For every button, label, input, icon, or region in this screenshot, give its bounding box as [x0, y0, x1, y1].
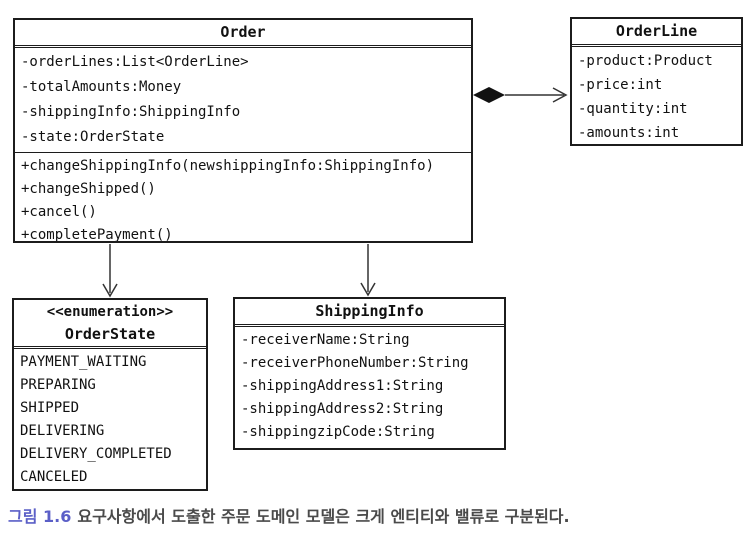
- title-separator: [15, 46, 471, 48]
- composition-link-order-orderline: [473, 87, 568, 103]
- class-shippinginfo-attributes: -receiverName:String -receiverPhoneNumber…: [235, 327, 504, 446]
- attribute: -quantity:int: [578, 101, 688, 117]
- arrowhead-right-icon: [552, 87, 568, 103]
- class-orderstate-header: <<enumeration>> OrderState: [14, 300, 206, 347]
- enum-value: PAYMENT_WAITING: [20, 354, 147, 370]
- enum-value: DELIVERING: [20, 423, 105, 439]
- attribute: -orderLines:List<OrderLine>: [21, 54, 249, 70]
- attribute: -shippingInfo:ShippingInfo: [21, 104, 241, 120]
- class-orderstate-title: OrderState: [64, 325, 156, 343]
- class-order: Order -orderLines:List<OrderLine> -totalA…: [13, 18, 473, 243]
- title-separator: [572, 45, 741, 47]
- arrow-order-to-shippinginfo: [360, 244, 376, 297]
- figure-caption: 그림 1.6 요구사항에서 도출한 주문 도메인 모델은 크게 엔티티와 밸류로 …: [8, 505, 570, 529]
- class-order-title: Order: [15, 20, 471, 46]
- attribute: -shippingzipCode:String: [241, 424, 435, 440]
- attribute: -receiverName:String: [241, 332, 410, 348]
- enum-value: CANCELED: [20, 469, 88, 485]
- class-orderstate-values: PAYMENT_WAITING PREPARING SHIPPED DELIVERIN…: [14, 349, 206, 489]
- figure-caption-text: 요구사항에서 도출한 주문 도메인 모델은 크게 엔티티와 밸류로 구분된다.: [77, 507, 570, 526]
- class-orderline-title: OrderLine: [572, 19, 741, 45]
- enumeration-stereotype: <<enumeration>>: [46, 304, 174, 320]
- attribute: -product:Product: [578, 53, 713, 69]
- attribute: -state:OrderState: [21, 129, 165, 145]
- class-shippinginfo: ShippingInfo -receiverName:String-receiv…: [233, 297, 506, 450]
- enum-value: SHIPPED: [20, 400, 80, 416]
- title-separator: [14, 347, 206, 349]
- class-orderline-attributes: -product:Product -price:int -quantity:int -…: [572, 47, 741, 144]
- attribute: -amounts:int: [578, 125, 680, 141]
- class-orderstate: <<enumeration>> OrderState PAYMENT_WAITI…: [12, 298, 208, 491]
- arrowhead-down-icon: [360, 282, 376, 297]
- class-shippinginfo-title: ShippingInfo: [235, 299, 504, 325]
- enum-value: PREPARING: [20, 377, 96, 393]
- attribute: -shippingAddress2:String: [241, 401, 444, 417]
- method: +changeShippingInfo(newshippingInfo:Ship…: [21, 158, 435, 174]
- figure-number: 그림 1.6: [8, 507, 72, 526]
- attribute: -receiverPhoneNumber:String: [241, 355, 469, 371]
- attribute: -price:int: [578, 77, 663, 93]
- attribute: -totalAmounts:Money: [21, 79, 182, 95]
- title-separator: [235, 325, 504, 327]
- method: +completePayment(): [21, 227, 173, 243]
- method: +changeShipped(): [21, 181, 156, 197]
- arrow-order-to-orderstate: [102, 244, 118, 298]
- method: +cancel(): [21, 204, 97, 220]
- class-orderline: OrderLine -product:Product -price:int -qua…: [570, 17, 743, 146]
- class-order-attributes: -orderLines:List<OrderLine> -totalAmounts…: [15, 48, 471, 152]
- arrowhead-down-icon: [102, 283, 118, 298]
- composition-diamond-icon: [473, 87, 505, 103]
- class-order-methods: +changeShippingInfo(newshippingInfo:Ship…: [15, 152, 471, 243]
- attribute: -shippingAddress1:String: [241, 378, 444, 394]
- enum-value: DELIVERY_COMPLETED: [20, 446, 172, 462]
